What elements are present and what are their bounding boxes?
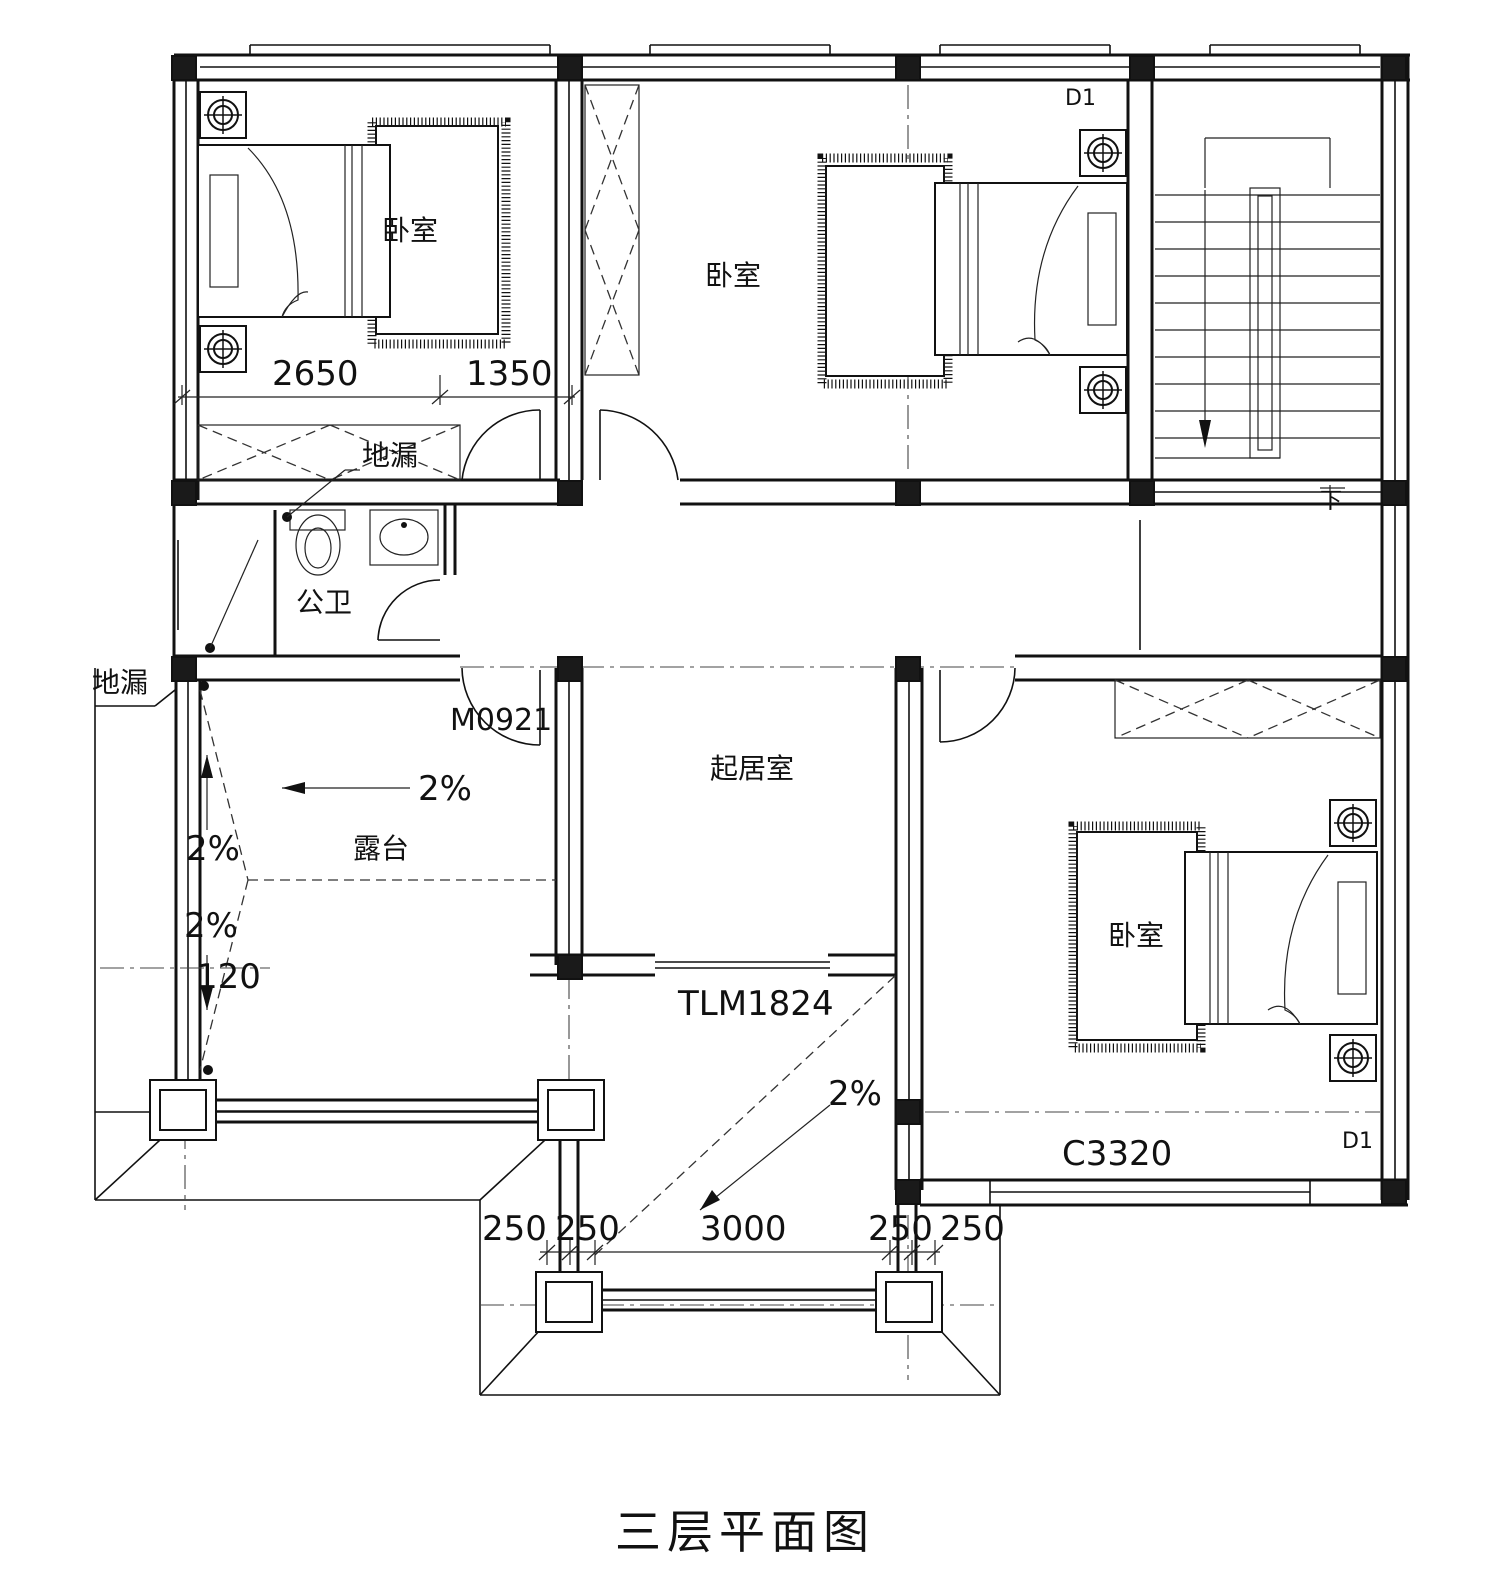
label-stair-down: 下 [1320,489,1342,514]
label-slope-terrace-v1: 2% [186,829,240,869]
label-floor-drain-terrace: 地漏 [92,666,148,699]
terrace-slope-lines [199,539,897,1256]
drawing-title: 三层平面图 [615,1505,875,1559]
bathroom-fixtures [282,469,439,576]
room-labels: 卧室 卧室 卧室 起居室 露台 公卫 地漏 地漏 M0921 TLM1824 C… [92,86,1373,1559]
label-door-m0921: M0921 [450,703,552,738]
dim-bottom-5: 250 [940,1209,1005,1249]
dimension-lines [173,375,1345,1265]
label-d1-bottom: D1 [1342,1129,1373,1154]
wardrobes [197,84,1381,739]
label-dim-120: 120 [196,957,261,997]
dim-bottom-1: 250 [482,1209,547,1249]
label-slope-balcony: 2% [828,1074,882,1114]
bed-top-center [817,129,1128,414]
room-label-living-room: 起居室 [710,752,794,785]
dim-top-left-a: 2650 [272,354,359,394]
dim-top-left-b: 1350 [466,354,553,394]
bed-top-left [197,91,511,373]
dim-bottom-2: 250 [555,1209,620,1249]
room-label-bedroom-top-left: 卧室 [382,214,438,247]
label-window-c3320: C3320 [1062,1134,1172,1174]
staircase [1155,137,1380,459]
label-slope-terrace-h: 2% [418,769,472,809]
room-label-bedroom-top-center: 卧室 [705,259,761,292]
label-d1-top: D1 [1065,86,1096,111]
label-slope-terrace-v2: 2% [184,906,238,946]
label-floor-drain-bath: 地漏 [362,439,418,472]
dim-bottom-3: 3000 [700,1209,787,1249]
dim-bottom-4: 250 [868,1209,933,1249]
room-label-terrace: 露台 [353,832,409,865]
columns [149,55,1407,1333]
room-label-public-bathroom: 公卫 [296,586,352,619]
bed-right [1068,799,1378,1082]
label-sliding-door: TLM1824 [677,984,834,1024]
doors [377,409,1016,746]
room-label-bedroom-right: 卧室 [1108,919,1164,952]
